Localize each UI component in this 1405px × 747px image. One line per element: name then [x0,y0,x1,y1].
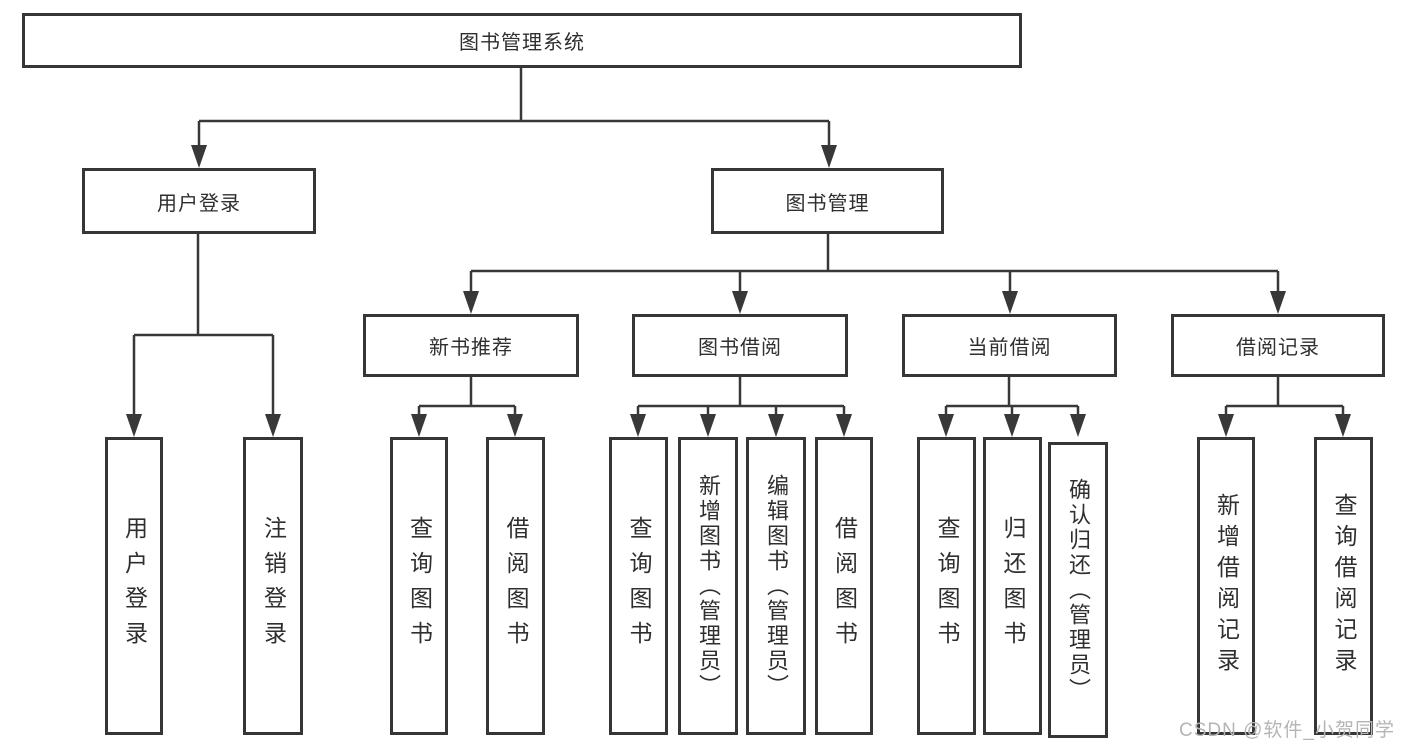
leaf-query-books-recommend: 查询图书 [390,437,448,735]
node-label: 借阅图书 [831,516,858,656]
node-label: 借阅图书 [503,516,529,656]
arrow-down-icon [191,145,207,168]
arrow-down-icon [507,414,523,437]
arrow-down-icon [732,291,748,314]
arrow-down-icon [836,414,852,437]
arrow-down-icon [1218,414,1234,437]
node-label: 新书推荐 [429,337,513,359]
leaf-add-borrow-record: 新增借阅记录 [1197,437,1255,735]
node-system-root: 图书管理系统 [22,13,1022,68]
arrow-down-icon [1335,414,1351,437]
csdn-watermark: CSDN @软件_小贺同学 [1179,720,1395,741]
node-label: 用户登录 [157,192,241,215]
arrow-down-icon [768,414,784,437]
node-label: 查询借阅记录 [1331,493,1357,679]
node-current-borrow: 当前借阅 [902,314,1117,377]
node-label: 当前借阅 [967,337,1052,359]
arrow-down-icon [1070,414,1086,437]
arrow-down-icon [126,414,142,437]
arrow-down-icon [1270,291,1286,314]
node-label: 新增借阅记录 [1213,493,1240,679]
node-label: 注销登录 [260,516,287,656]
node-label: 查询图书 [934,516,960,656]
node-borrow-records: 借阅记录 [1171,314,1385,377]
arrow-down-icon [700,414,716,437]
leaf-edit-book-admin: 编辑图书（管理员） [746,437,806,735]
node-label: 图书管理系统 [459,32,585,54]
arrow-down-icon [1004,414,1020,437]
leaf-return-book: 归还图书 [983,437,1042,735]
leaf-logout: 注销登录 [243,437,303,735]
arrow-down-icon [463,291,479,314]
node-label: 借阅记录 [1236,337,1320,359]
leaf-query-borrow-record: 查询借阅记录 [1314,437,1373,735]
arrow-down-icon [411,414,427,437]
node-label: 编辑图书（管理员） [764,473,789,699]
node-label: 新增图书（管理员） [696,473,721,699]
arrow-down-icon [1002,291,1018,314]
node-label: 用户登录 [121,516,148,656]
node-label: 图书借阅 [698,337,782,359]
node-book-borrow: 图书借阅 [632,314,848,377]
arrow-down-icon [265,414,281,437]
node-label: 归还图书 [1000,516,1026,656]
node-label: 查询图书 [406,516,433,656]
node-user-login: 用户登录 [82,168,316,234]
node-label: 图书管理 [785,192,870,215]
leaf-add-book-admin: 新增图书（管理员） [678,437,738,735]
node-label: 查询图书 [626,516,652,656]
node-new-book-recommend: 新书推荐 [363,314,579,377]
node-label: 确认归还（管理员） [1066,477,1091,703]
leaf-user-login: 用户登录 [105,437,163,735]
arrow-down-icon [938,414,954,437]
leaf-query-books-borrow: 查询图书 [609,437,668,735]
leaf-query-books-current: 查询图书 [917,437,976,735]
arrow-down-icon [630,414,646,437]
leaf-confirm-return-admin: 确认归还（管理员） [1048,442,1108,738]
node-book-management: 图书管理 [711,168,944,234]
arrow-down-icon [821,145,837,168]
leaf-borrow-books: 借阅图书 [815,437,873,735]
leaf-borrow-books-recommend: 借阅图书 [486,437,545,735]
